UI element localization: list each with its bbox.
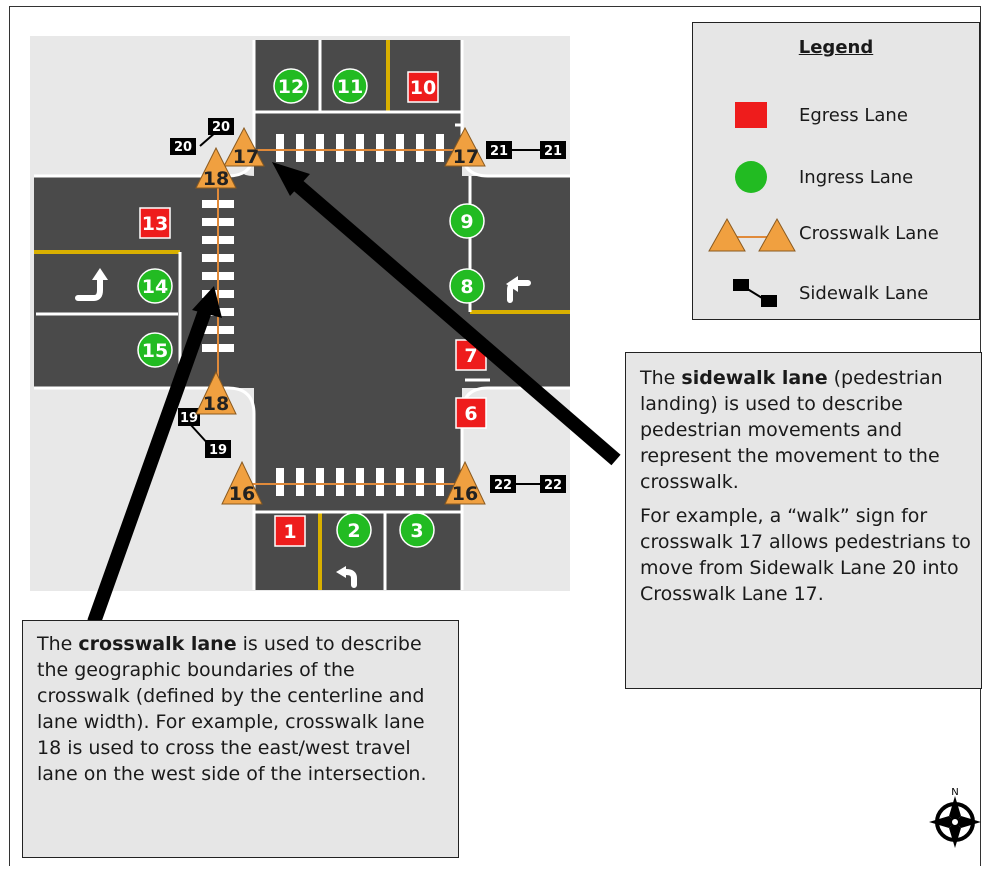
orange-triangles-icon [708,217,796,252]
sidewalk-label-19-b: 19 [209,443,227,458]
green-circle-icon [735,161,767,193]
sidewalk-lane-22-b [540,475,566,493]
ingress-lane-12 [273,68,309,104]
egress-lane-13 [139,207,171,239]
crosswalk-north-stripes [276,134,444,162]
crosswalk-label-16-west: 16 [229,483,255,505]
crosswalk-pointer-arrowhead [192,286,222,318]
crosswalk-lane-17-east [444,126,486,167]
legend-item-crosswalk: Crosswalk Lane [693,213,979,253]
crosswalk-callout-text-pre: The [37,633,79,655]
ingress-label-14: 14 [142,276,168,298]
ingress-label-11: 11 [337,76,363,98]
sidewalk-pointer-arrowhead [272,162,310,196]
sidewalk-callout-bold-term: sidewalk lane [681,367,828,389]
sidewalk-lane-callout: The sidewalk lane (pedestrian landing) i… [625,352,982,689]
crosswalk-lane-callout: The crosswalk lane is used to describe t… [22,620,459,858]
egress-label-7: 7 [464,345,477,367]
egress-label-10: 10 [410,77,436,99]
sidewalk-callout-paragraph-1: The sidewalk lane (pedestrian landing) i… [640,365,971,495]
crosswalk-callout-bold-term: crosswalk lane [78,633,237,655]
legend-label-crosswalk: Crosswalk Lane [799,223,939,244]
sidewalk-label-21-b: 21 [544,144,562,159]
ingress-lane-11 [332,68,368,104]
legend-box: Legend Egress Lane Ingress Lane Crosswal… [692,22,980,320]
crosswalk-label-17-east: 17 [453,146,479,168]
crosswalk-label-17-west: 17 [233,146,259,168]
legend-label-ingress: Ingress Lane [799,167,914,188]
legend-title: Legend [798,37,874,58]
sidewalk-pointer-arrow [289,176,621,466]
crosswalk-label-18-north: 18 [203,168,229,190]
sidewalk-label-22-a: 22 [494,478,512,493]
crosswalk-callout-text-post: is used to describe the geographic bound… [37,633,427,785]
ingress-lane-8 [449,268,485,304]
crosswalk-label-18-south: 18 [203,393,229,415]
sidewalk-label-22-b: 22 [544,478,562,493]
ingress-lane-3 [399,512,435,548]
crosswalk-lane-16-west [221,460,263,505]
black-squares-icon [733,279,777,307]
crosswalk-pointer-arrow [87,305,213,625]
legend-item-egress: Egress Lane [693,95,979,135]
sidewalk-label-21-a: 21 [490,144,508,159]
egress-lane-6 [455,397,487,429]
ingress-label-12: 12 [278,76,304,98]
ingress-label-3: 3 [410,520,423,542]
legend-label-egress: Egress Lane [799,105,908,126]
sidewalk-lane-21-b [540,141,566,159]
egress-label-13: 13 [142,213,168,235]
ingress-label-2: 2 [347,520,360,542]
sidewalk-lane-21-a [486,141,512,159]
crosswalk-lane-18-north [195,146,237,189]
crosswalk-south-stripes [276,468,444,496]
egress-lane-10 [407,71,439,103]
ingress-lane-15 [137,332,173,368]
crosswalk-lane-16-east [444,460,486,505]
ingress-label-9: 9 [460,211,473,233]
compass-north-label: N [951,787,958,798]
compass-icon: N [929,787,981,848]
ingress-label-8: 8 [460,276,473,298]
ingress-label-15: 15 [142,340,168,362]
sidewalk-label-19-a: 19 [180,411,198,426]
sidewalk-callout-text-pre: The [640,367,682,389]
sidewalk-callout-paragraph-2: For example, a “walk” sign for crosswalk… [640,505,971,605]
sidewalk-lane-19-b [205,440,231,458]
ingress-lane-9 [449,203,485,239]
egress-label-1: 1 [283,521,296,543]
legend-label-sidewalk: Sidewalk Lane [799,283,929,304]
arrow-west-left-turn [75,277,103,301]
sidewalk-lane-19-a [178,408,200,426]
sidewalk-lane-22-a [490,475,516,493]
arrow-south-uturn [343,569,357,588]
crosswalk-label-16-east: 16 [452,483,478,505]
ingress-lane-2 [336,512,372,548]
legend-item-sidewalk: Sidewalk Lane [693,273,979,313]
curb-line-sw [34,386,256,590]
crosswalk-lane-17-west [223,126,265,167]
ingress-lane-14 [137,268,173,304]
sidewalk-label-20-b: 20 [174,140,192,155]
sidewalk-label-20-a: 20 [212,120,230,135]
egress-lane-1 [274,515,306,547]
egress-label-6: 6 [464,403,477,425]
legend-item-ingress: Ingress Lane [693,157,979,197]
sidewalk-lane-20-a [208,118,234,135]
sidewalk-lane-20-b [170,138,196,155]
crosswalk-callout-paragraph-1: The crosswalk lane is used to describe t… [37,631,450,787]
crosswalk-lane-18-south [195,370,237,415]
red-square-icon [735,102,767,128]
sidewalk-callout-text-post: (pedestrian landing) is used to describe… [640,367,943,493]
